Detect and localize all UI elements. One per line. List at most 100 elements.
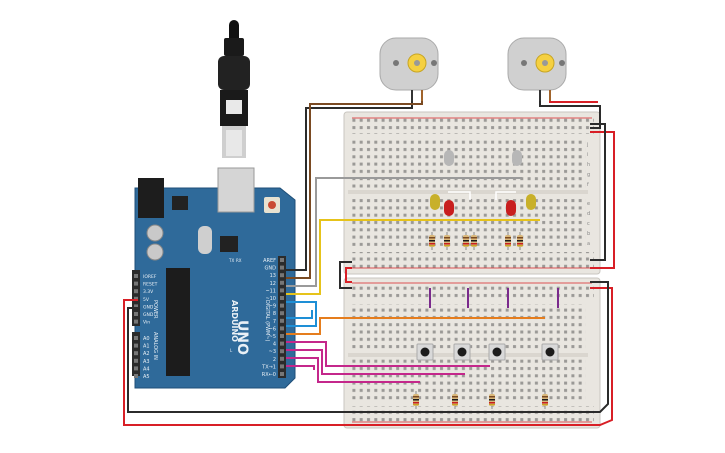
led-gray-2[interactable] <box>512 150 522 166</box>
digital-pin-label: ~5 <box>269 334 276 340</box>
digital-pin-label: ~11 <box>265 288 276 294</box>
digital-pin-label: AREF <box>263 258 276 264</box>
power-pin-label: Vin <box>143 320 150 326</box>
analog-pin[interactable] <box>134 358 138 363</box>
analog-pin-label: A3 <box>143 359 150 365</box>
digital-pin[interactable] <box>280 318 284 323</box>
row-letter: c <box>587 221 590 227</box>
digital-pin[interactable] <box>280 258 284 262</box>
digital-pin-label: 2 <box>273 357 276 363</box>
analog-pin[interactable] <box>134 351 138 356</box>
digital-pin[interactable] <box>280 311 284 316</box>
digital-pin[interactable] <box>280 334 284 338</box>
row-letter: h <box>587 162 590 168</box>
power-pin[interactable] <box>134 304 138 309</box>
model-label: UNO <box>234 320 250 355</box>
power-pin-label: 3.3V <box>143 289 154 295</box>
analog-pin-label: A0 <box>143 336 150 342</box>
analog-pin[interactable] <box>134 336 138 340</box>
brand-label: ARDUINO <box>230 300 239 342</box>
resistor-bottom-1[interactable] <box>413 391 419 409</box>
row-letter: i <box>587 152 588 158</box>
resistor-top-2[interactable] <box>444 232 450 250</box>
digital-pin[interactable] <box>280 356 284 361</box>
power-pin-label: GND <box>143 304 154 310</box>
pushbutton-2[interactable] <box>453 343 471 361</box>
digital-pin-label: 4 <box>273 342 276 348</box>
wires <box>123 101 615 426</box>
pushbutton-3[interactable] <box>488 343 506 361</box>
power-header-label: POWER <box>152 300 158 319</box>
digital-pin-label: 8 <box>273 311 276 317</box>
digital-pin[interactable] <box>280 349 284 354</box>
digital-pin-label: ~9 <box>269 304 276 310</box>
digital-pin-label: ~10 <box>265 296 276 302</box>
breadboard-bottom <box>343 277 601 429</box>
digital-pin[interactable] <box>280 288 284 293</box>
digital-pin-label: 12 <box>270 281 276 287</box>
led-yellow-2[interactable] <box>526 194 536 210</box>
power-pin-label: RESET <box>143 282 158 288</box>
led-yellow-1[interactable] <box>430 194 440 210</box>
digital-pin[interactable] <box>280 280 284 285</box>
digital-pin-label: RX←0 <box>262 372 276 378</box>
led-label-l: L <box>230 348 233 353</box>
power-pin-label: 5V <box>143 297 150 303</box>
resistor-bottom-4[interactable] <box>542 391 548 409</box>
digital-pin[interactable] <box>280 296 284 300</box>
usb-port <box>217 167 255 213</box>
power-pin[interactable] <box>134 281 138 286</box>
atmega-chip <box>166 268 190 376</box>
power-pin-label: GND <box>143 312 154 318</box>
led-label-tx: TX <box>228 258 234 263</box>
digital-pin[interactable] <box>280 326 284 331</box>
analog-pin-label: A1 <box>143 344 150 350</box>
resistor-bottom-3[interactable] <box>489 391 495 409</box>
analog-pin[interactable] <box>134 374 138 378</box>
analog-pin-label: A5 <box>143 374 150 380</box>
digital-pin[interactable] <box>280 273 284 278</box>
digital-pin-label: GND <box>265 266 277 272</box>
dc-motor-2[interactable] <box>507 37 567 102</box>
row-letter: f <box>587 182 589 188</box>
digital-header-label: DIGITAL (PWM~) <box>264 300 270 342</box>
power-pin[interactable] <box>134 312 138 316</box>
power-pin[interactable] <box>134 319 138 324</box>
digital-pin[interactable] <box>280 341 284 346</box>
power-pin[interactable] <box>134 274 138 278</box>
arduino-uno-board[interactable]: ARDUINO UNO DIGITAL (PWM~) ANALOG IN POW… <box>132 167 296 389</box>
resistor-top-1[interactable] <box>429 232 435 250</box>
analog-pin-label: A2 <box>143 351 150 357</box>
usb-cable <box>218 20 250 158</box>
digital-pin-label: ~6 <box>269 326 276 332</box>
power-pin[interactable] <box>134 296 138 301</box>
led-gray-1[interactable] <box>444 150 454 166</box>
resistor-top-5[interactable] <box>505 232 511 250</box>
pushbutton-4[interactable] <box>541 343 559 361</box>
resistor-top-4[interactable] <box>471 232 477 250</box>
digital-pin[interactable] <box>280 265 284 270</box>
resistor-bottom-2[interactable] <box>452 391 458 409</box>
digital-pin[interactable] <box>280 364 284 369</box>
digital-pin-label: TX→1 <box>261 364 276 370</box>
dc-motor-1[interactable] <box>379 37 439 102</box>
resistor-top-3[interactable] <box>463 232 469 250</box>
digital-pin-label: ~3 <box>269 349 276 355</box>
digital-pin[interactable] <box>280 303 284 308</box>
row-letter: a <box>587 241 590 247</box>
analog-pin-label: A4 <box>143 366 150 372</box>
analog-pin[interactable] <box>134 343 138 348</box>
digital-header <box>278 256 286 378</box>
led-red-2[interactable] <box>506 200 516 216</box>
led-red-1[interactable] <box>444 200 454 216</box>
power-jack <box>138 178 164 218</box>
pushbutton-1[interactable] <box>416 343 434 361</box>
analog-pin[interactable] <box>134 366 138 371</box>
resistor-top-6[interactable] <box>517 232 523 250</box>
power-pin[interactable] <box>134 289 138 294</box>
row-letter: j <box>586 142 588 148</box>
digital-pin[interactable] <box>280 372 284 376</box>
row-letter: g <box>587 172 590 178</box>
